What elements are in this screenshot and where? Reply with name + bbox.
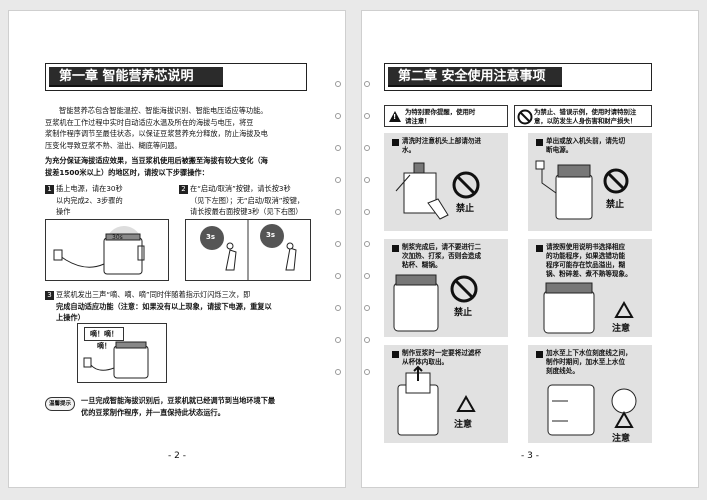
safety-cell-unplug: 单出或放入机头前，请先切 断电源。 禁止 (528, 133, 652, 231)
intro-line: 浆制作程序调节至最佳状态，以保证豆浆营养充分释放，防止海拔及电 (45, 129, 268, 138)
notice-line: 拔差1500米以上）的地区时，请按以下步骤操作： (45, 167, 209, 177)
cell-line: 制作时期间，加水至上水位 (546, 358, 626, 366)
reheat-illustration-icon (393, 274, 478, 332)
prohibition-icon (517, 109, 533, 125)
step-1-line: 以内完成2、3步骤的 (56, 195, 123, 205)
cell-line: 次加热、打浆，否则会造成 (402, 252, 482, 260)
safety-cell-rinse: 清洗时注意机头上部请勿进 水。 禁止 (384, 133, 508, 231)
step-2-illustration: 3s 3s (185, 219, 311, 281)
step-1-number: 1 (45, 185, 54, 194)
prohibition-line: 为禁止、错误示例，使用时请特别注 (534, 108, 637, 116)
page-number: - 2 - (168, 451, 186, 461)
step-2-number: 2 (179, 185, 188, 194)
safety-cell-filter: 制作豆浆时一定要将过滤杯 从杯体内取出。 注意 (384, 345, 508, 443)
step-3-line: 上操作） (56, 313, 85, 322)
binding-holes (364, 81, 372, 411)
intro-paragraph: 智能营养芯包含智能温控、智能海拔识别、智能电压适应等功能。 豆浆机在工作过程中实… (45, 105, 311, 151)
prohibited-stamp: 禁止 (456, 204, 475, 214)
cell-line: 粘杯、糊锅。 (402, 261, 442, 269)
caution-stamp: 注意 (612, 434, 631, 444)
notice-line: 为充分保证海拔适应效果，当豆浆机使用后被搬至海拔有较大变化（海 (45, 156, 268, 165)
cell-line: 加水至上下水位刻度线之间， (546, 349, 632, 357)
filter-cup-illustration-icon (397, 365, 476, 436)
cell-line: 单出或放入机头前，请先切 (546, 137, 626, 145)
step-3-line: 完成自动适应功能（注意：如果没有以上现象，请拔下电源，重复以 (56, 301, 272, 311)
program-select-illustration-icon (543, 282, 634, 334)
water-level-illustration-icon (547, 384, 637, 436)
unplug-illustration-icon (535, 160, 629, 220)
safety-cell-reheat: 制浆完成后，请不要进行二 次加热、打浆，否则会造成 粘杯、糊锅。 禁止 (384, 239, 508, 337)
soymilk-maker-icon (83, 341, 149, 379)
right-page: 第二章 安全使用注意事项 为特别要你提醒，使用时 请注意！ 为禁止、错误示例，使… (361, 10, 699, 488)
step-1-line: 操作 (56, 207, 71, 216)
caution-line: 请注意！ (405, 116, 431, 125)
long-press-button-icon (200, 220, 297, 280)
prohibition-line: 意，以防发生人身伤害和财产损失！ (534, 116, 637, 125)
cell-line: 的功能程序，如果选错功能 (546, 252, 626, 260)
tip-line: 优的豆浆制作程序，并一直保持此状态运行。 (81, 407, 225, 417)
timer-label: 30s (112, 234, 123, 241)
cell-line: 清洗时注意机头上部请勿进 (402, 137, 482, 145)
safety-cell-program: 请按照使用说明书选择相应 的功能程序，如果选错功能 程序可能存在饮品溢出，糊 锅… (528, 239, 652, 337)
intro-line: 豆浆机在工作过程中实时自动适应水温及所在的海拔与电压，将豆 (45, 117, 254, 127)
step-2-line: 在“启动/取消”按键，请长按3秒 (190, 184, 291, 193)
hold-3s-label: 3s (266, 231, 276, 239)
step-1-line: 插上电源，请在30秒 (56, 184, 123, 193)
hold-3s-label: 3s (206, 233, 216, 241)
cell-line: 断电源。 (546, 146, 573, 154)
caution-stamp: 注意 (612, 324, 631, 334)
intro-line: 压变化导致豆浆不熟、溢出、糊底等问题。 (45, 140, 182, 150)
soymilk-maker-plug-icon (53, 226, 145, 275)
prohibited-stamp: 禁止 (454, 308, 473, 318)
caution-line: 为特别要你提醒，使用时 (405, 108, 476, 116)
chapter-two-title: 第二章 安全使用注意事项 (398, 69, 546, 84)
binding-holes (335, 81, 343, 411)
step-2-line: （见下左图）；无“启动/取消”按键， (190, 195, 305, 205)
chapter-one-header: 第一章 智能营养芯说明 (45, 63, 307, 91)
warning-triangle-icon (389, 111, 401, 122)
prohibited-stamp: 禁止 (606, 200, 625, 210)
chapter-two-header: 第二章 安全使用注意事项 (384, 63, 652, 91)
step-1-illustration: 30s (45, 219, 169, 281)
step-3-number: 3 (45, 291, 54, 300)
prohibition-legend: 为禁止、错误示例，使用时请特别注 意，以防发生人身伤害和财产损失！ (514, 105, 652, 127)
left-page: 第一章 智能营养芯说明 智能营养芯包含智能温控、智能海拔识别、智能电压适应等功能… (8, 10, 346, 488)
step-2-line: 请长按最右面按键3秒（见下右图） (190, 207, 303, 216)
tip-text: 一旦完成智能海拔识别后，豆浆机就已经调节到当地环境下最 优的豆浆制作程序，并一直… (81, 395, 321, 418)
cell-line: 制作豆浆时一定要将过滤杯 (402, 349, 482, 357)
cell-line: 程序可能存在饮品溢出，糊 (546, 261, 626, 269)
cell-line: 水。 (402, 146, 416, 154)
rinse-head-illustration-icon (395, 162, 480, 220)
beep-bubble: 嘀！嘀！嘀！ (84, 327, 124, 350)
cell-line: 制浆完成后，请不要进行二 (402, 243, 482, 251)
cell-line: 锅、粉碎差、煮不熟等现象。 (546, 270, 632, 278)
cell-line: 请按照使用说明书选择相应 (546, 243, 626, 251)
cell-line: 刻度线处。 (546, 367, 579, 375)
page-number: - 3 - (521, 451, 539, 461)
chapter-one-title: 第一章 智能营养芯说明 (59, 69, 194, 84)
caution-stamp: 注意 (454, 420, 473, 430)
cell-line: 从杯体内取出。 (402, 358, 449, 366)
safety-cell-water-level: 加水至上下水位刻度线之间， 制作时期间，加水至上水位 刻度线处。 注意 (528, 345, 652, 444)
step-3-line: 豆浆机发出三声“嘀、嘀、嘀”同时伴随着指示灯闪烁三次，即 (56, 290, 251, 299)
altitude-notice: 为充分保证海拔适应效果，当豆浆机使用后被搬至海拔有较大变化（海 拔差1500米以… (45, 155, 311, 178)
caution-legend: 为特别要你提醒，使用时 请注意！ (384, 105, 508, 127)
tip-line: 一旦完成智能海拔识别后，豆浆机就已经调节到当地环境下最 (81, 396, 276, 405)
intro-line: 智能营养芯包含智能温控、智能海拔识别、智能电压适应等功能。 (59, 106, 268, 115)
tip-badge: 温馨提示 (45, 397, 75, 411)
